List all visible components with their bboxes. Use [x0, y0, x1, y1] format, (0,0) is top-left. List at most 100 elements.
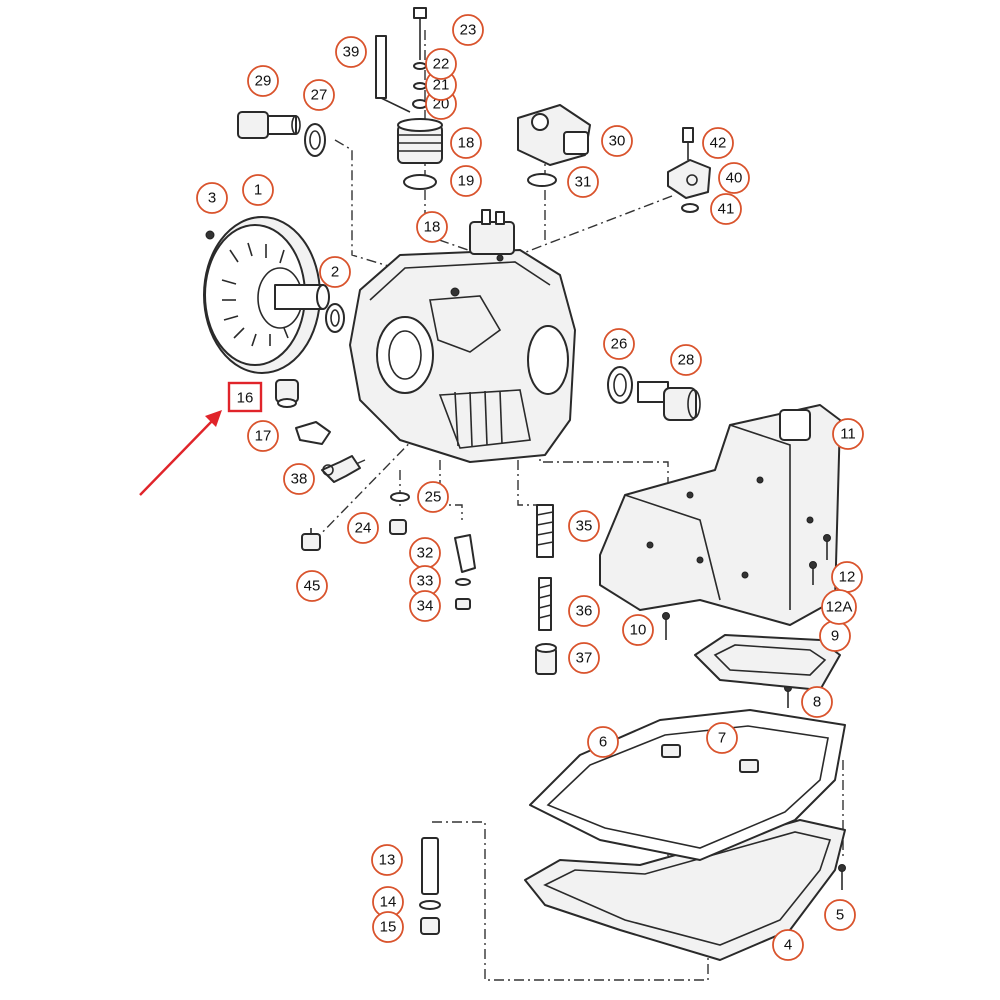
clip-17 [295, 421, 331, 445]
callout-label: 8 [813, 694, 821, 711]
callout-label: 7 [718, 730, 726, 747]
callout-29: 29 [247, 65, 279, 97]
callout-circle [296, 570, 328, 602]
callout-circle [772, 929, 804, 961]
callout-13: 13 [371, 844, 403, 876]
callout-circle [710, 193, 742, 225]
callout-label: 6 [599, 734, 607, 751]
callout-label: 5 [836, 907, 844, 924]
callout-label: 33 [417, 573, 434, 590]
callout-4: 4 [772, 929, 804, 961]
pin-39 [375, 35, 411, 113]
valve-body [599, 404, 841, 626]
callout-35: 35 [568, 510, 600, 542]
callout-circle [603, 328, 635, 360]
callout-circle [371, 844, 403, 876]
callout-label: 41 [718, 201, 735, 218]
washer-25 [390, 492, 410, 502]
callout-label: 25 [425, 489, 442, 506]
highlight-label: 16 [237, 390, 254, 407]
callout-label: 4 [784, 937, 792, 954]
callout-12: 12 [831, 561, 863, 593]
torque-converter [203, 216, 330, 374]
callout-39: 39 [335, 36, 367, 68]
callout-circle [801, 686, 833, 718]
filter-18 [469, 209, 515, 255]
callout-label: 22 [433, 56, 450, 73]
callout-circle [568, 642, 600, 674]
callout-14: 14 [372, 886, 404, 918]
callout-label: 12A [826, 599, 853, 616]
callout-37: 37 [568, 642, 600, 674]
callout-circle [450, 127, 482, 159]
callout-26: 26 [603, 328, 635, 360]
callout-circle [824, 899, 856, 931]
callout-36: 36 [568, 595, 600, 627]
callout-circle [452, 14, 484, 46]
callout-circle [283, 463, 315, 495]
callout-circle [335, 36, 367, 68]
callout-6: 6 [587, 726, 619, 758]
plunger-37 [535, 643, 557, 675]
callout-label: 2 [331, 264, 339, 281]
callout-label: 28 [678, 352, 695, 369]
callout-18b: 18 [416, 211, 448, 243]
callout-label: 34 [417, 598, 434, 615]
callout-circle [821, 589, 857, 625]
elbow-38 [321, 455, 361, 483]
callout-label: 42 [710, 135, 727, 152]
callout-31: 31 [567, 166, 599, 198]
callout-19: 19 [450, 165, 482, 197]
callout-circle [450, 165, 482, 197]
callout-label: 13 [379, 852, 396, 869]
callout-30: 30 [601, 125, 633, 157]
callout-label: 35 [576, 518, 593, 535]
callout-25: 25 [417, 481, 449, 513]
callout-label: 12 [839, 569, 856, 586]
bracket-32 [454, 534, 476, 610]
drain-13-15 [419, 837, 441, 935]
callout-label: 18 [424, 219, 441, 236]
callout-circle [568, 595, 600, 627]
callout-label: 10 [630, 622, 647, 639]
callout-label: 14 [380, 894, 397, 911]
callout-circle [622, 614, 654, 646]
callout-40: 40 [718, 162, 750, 194]
callout-34: 34 [409, 590, 441, 622]
callout-9: 9 [819, 620, 851, 652]
seal-2 [325, 303, 345, 333]
callout-label: 19 [458, 173, 475, 190]
spring-36 [538, 577, 552, 631]
callout-24: 24 [347, 512, 379, 544]
callout-circle [242, 174, 274, 206]
callout-label: 3 [208, 190, 216, 207]
plug-45 [301, 528, 321, 551]
callout-circle [601, 125, 633, 157]
callout-label: 23 [460, 22, 477, 39]
callout-38: 38 [283, 463, 315, 495]
callout-label: 29 [255, 73, 272, 90]
callout-1: 1 [242, 174, 274, 206]
callout-27: 27 [303, 79, 335, 111]
callout-label: 38 [291, 471, 308, 488]
callout-label: 37 [576, 650, 593, 667]
callout-circle [832, 418, 864, 450]
shaft-29 [237, 111, 301, 139]
magnet-7 [661, 744, 759, 773]
callout-circle [568, 510, 600, 542]
bolt-23 [412, 7, 428, 109]
callout-label: 18 [458, 135, 475, 152]
callout-17: 17 [247, 420, 279, 452]
bolts-valve-body [662, 534, 846, 890]
callout-12A: 12A [821, 589, 857, 625]
gearbox-housing [349, 249, 576, 463]
callout-5: 5 [824, 899, 856, 931]
bolt-24 [389, 519, 407, 535]
plug-16 [275, 379, 299, 408]
callout-label: 32 [417, 545, 434, 562]
highlight-box: 16 [227, 381, 263, 413]
callout-circle [670, 344, 702, 376]
seal-27 [304, 123, 326, 157]
callout-label: 1 [254, 182, 262, 199]
